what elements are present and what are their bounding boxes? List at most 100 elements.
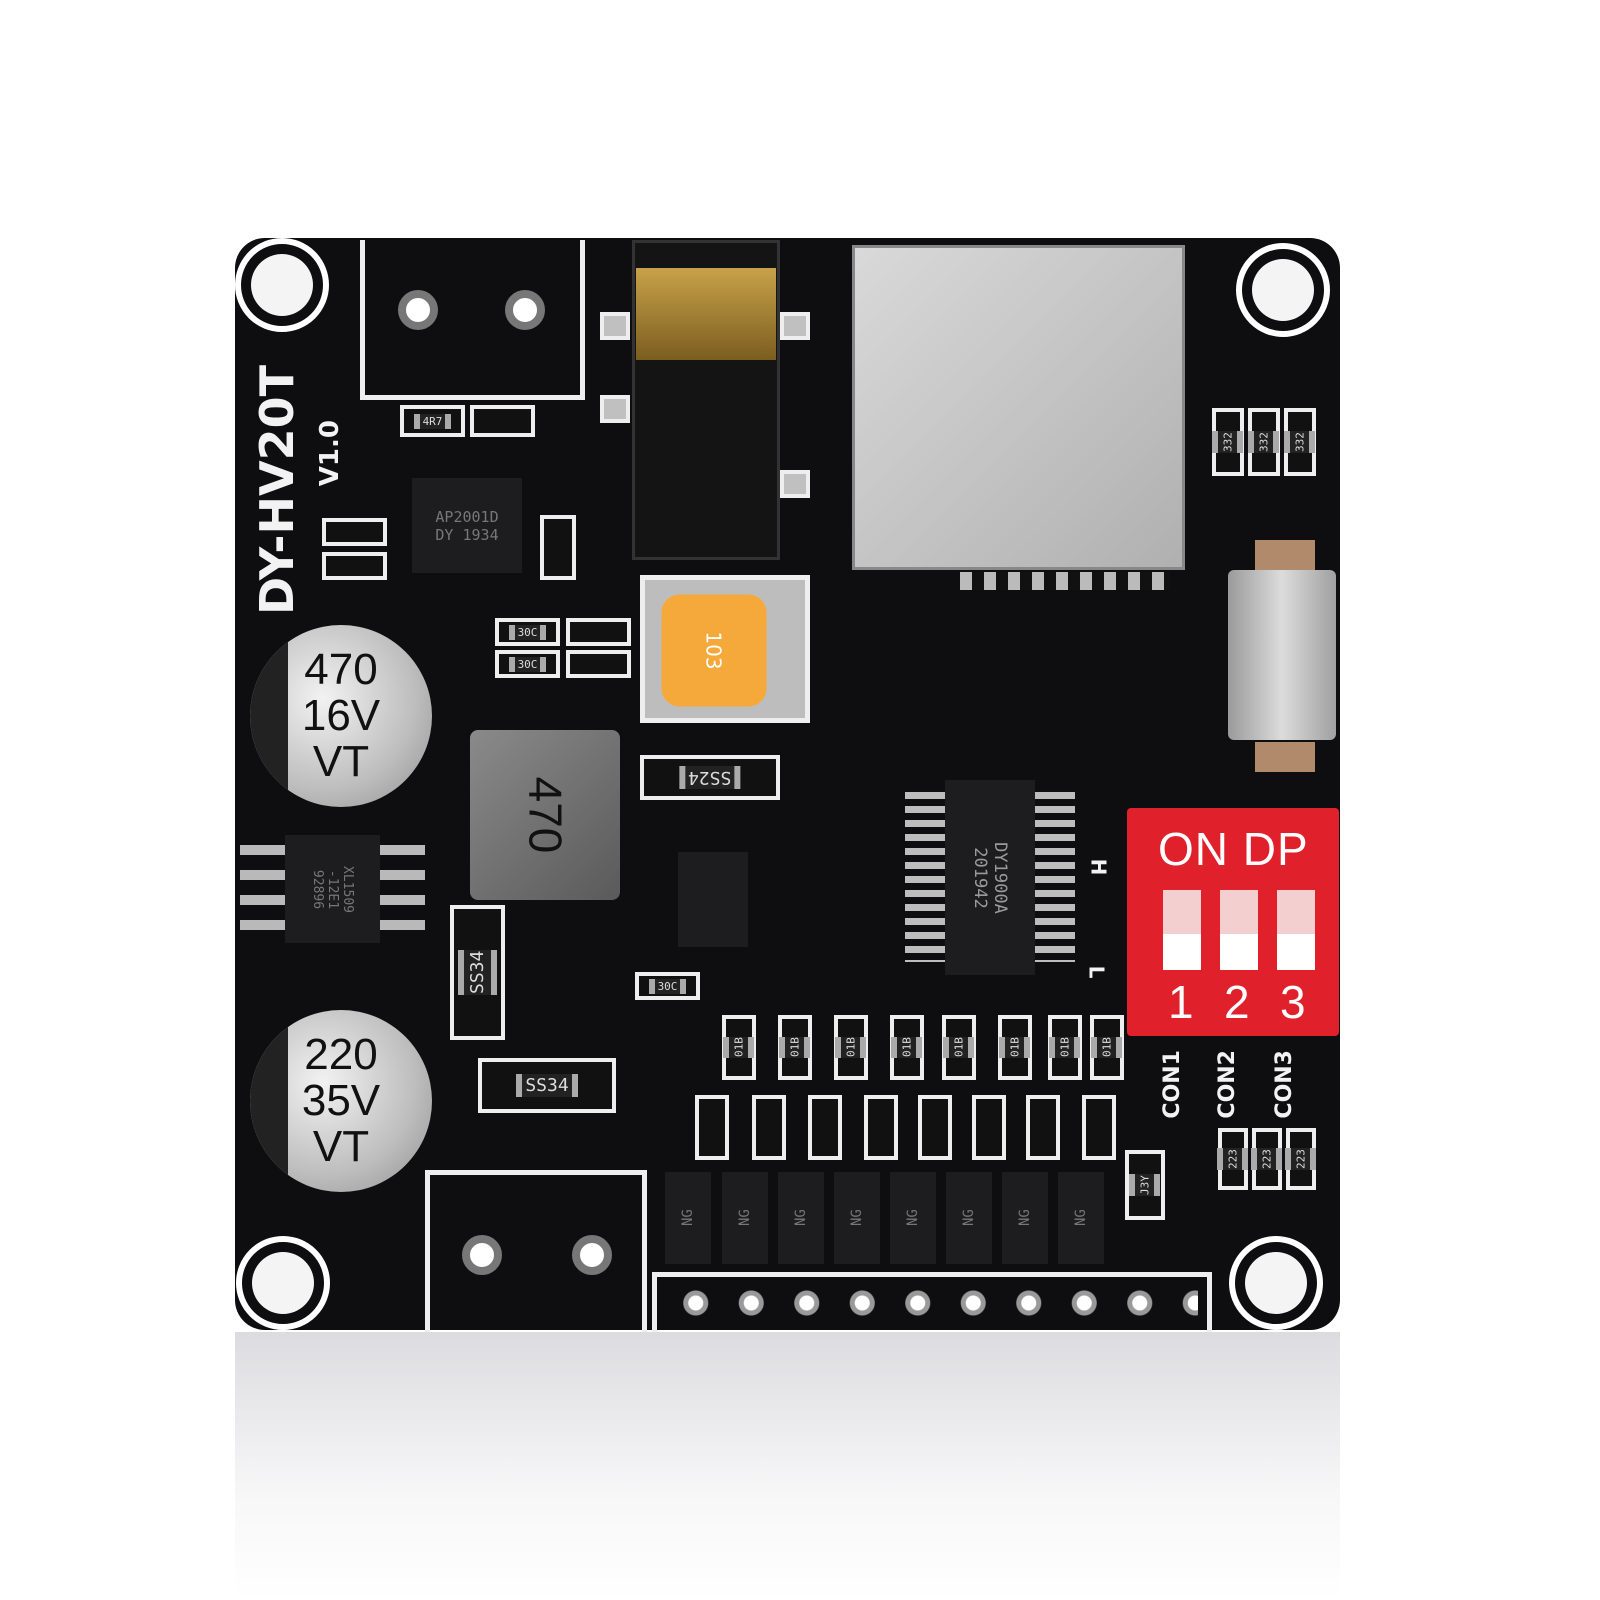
transistor-j3y: J3Y <box>1125 1150 1165 1220</box>
chip-pin <box>380 845 425 855</box>
diode-ss24: SS24 <box>640 755 780 800</box>
resistor: 30C <box>495 618 560 646</box>
con3-label: CON3 <box>1272 1050 1297 1119</box>
capacitor-smd <box>695 1095 729 1160</box>
solder-pad <box>780 312 810 340</box>
resistor: 01B <box>722 1015 756 1080</box>
transistor-ng: NG <box>1058 1172 1104 1264</box>
resistor: 223 <box>1285 1128 1317 1190</box>
inductor: 470 <box>470 730 620 900</box>
dip-number-1: 1 <box>1168 976 1194 1028</box>
pot-value: 103 <box>702 631 726 670</box>
capacitor-smd <box>322 552 387 580</box>
cap-text: 35V <box>301 1076 381 1125</box>
capacitor-smd <box>808 1095 842 1160</box>
transistor-ng: NG <box>890 1172 936 1264</box>
pin-header[interactable] <box>652 1272 1212 1332</box>
mode-h-label: H <box>1086 858 1111 876</box>
chip-pin <box>380 870 425 880</box>
audio-jack-gold-contact <box>636 268 776 360</box>
board-reflection <box>235 1332 1340 1600</box>
resistor: 01B <box>1090 1015 1124 1080</box>
chip-pin <box>240 895 285 905</box>
resistor: 01B <box>998 1015 1032 1080</box>
resistor: 332 <box>1284 408 1316 476</box>
chip-text: 201942 <box>970 846 990 909</box>
transistor-ng: NG <box>665 1172 711 1264</box>
capacitor-smd <box>1082 1095 1116 1160</box>
capacitor-smd <box>972 1095 1006 1160</box>
diode-ss34: SS34 <box>478 1058 616 1113</box>
dip-toggle-3[interactable] <box>1277 890 1315 970</box>
con1-label: CON1 <box>1160 1050 1185 1119</box>
resistor: 01B <box>778 1015 812 1080</box>
transistor-ng: NG <box>946 1172 992 1264</box>
chip-pins-right <box>1035 792 1075 962</box>
dip-toggle-1[interactable] <box>1163 890 1201 970</box>
terminal-hole <box>398 290 438 330</box>
resistor: 01B <box>1048 1015 1082 1080</box>
chip-pin <box>240 845 285 855</box>
pin-header-holes <box>668 1290 1198 1316</box>
power-terminal-outline <box>425 1170 647 1332</box>
chip-pin <box>380 920 425 930</box>
usb-tab <box>1255 540 1315 570</box>
mount-hole <box>1236 243 1330 337</box>
capacitor-smd <box>918 1095 952 1160</box>
transistor-ng: NG <box>1002 1172 1048 1264</box>
dip-toggle-2[interactable] <box>1220 890 1258 970</box>
resistor: 223 <box>1217 1128 1249 1190</box>
sd-card-pins <box>960 572 1170 590</box>
chip-text: XL1509 <box>340 865 355 913</box>
capacitor-smd <box>864 1095 898 1160</box>
usb-tab <box>1255 742 1315 772</box>
resistor: 332 <box>1212 408 1244 476</box>
terminal-hole <box>505 290 545 330</box>
transistor-ng: NG <box>722 1172 768 1264</box>
terminal-hole <box>462 1235 502 1275</box>
capacitor-smd <box>752 1095 786 1160</box>
cap-text: 16V <box>301 691 381 740</box>
chip-text: -12E1 <box>325 869 340 909</box>
con2-label: CON2 <box>1215 1050 1240 1119</box>
chip-pin <box>240 870 285 880</box>
chip-text: DY 1934 <box>435 525 499 544</box>
cap-text: VT <box>312 737 370 786</box>
resistor: 332 <box>1248 408 1280 476</box>
resistor <box>540 515 576 580</box>
potentiometer-knob[interactable]: 103 <box>661 594 767 707</box>
capacitor-smd <box>566 650 631 678</box>
mount-hole <box>236 1236 330 1330</box>
dip-switch-title: ON DP <box>1158 823 1309 875</box>
terminal-hole <box>572 1235 612 1275</box>
dip-number-2: 2 <box>1224 976 1250 1028</box>
mount-hole <box>1229 1236 1323 1330</box>
solder-pad <box>600 312 630 340</box>
chip-pins-left <box>905 792 945 962</box>
resistor: 01B <box>834 1015 868 1080</box>
resistor: 01B <box>890 1015 924 1080</box>
dip-number-3: 3 <box>1280 976 1306 1028</box>
transistor-ng: NG <box>778 1172 824 1264</box>
chip-pin <box>240 920 285 930</box>
solder-pad <box>780 470 810 498</box>
chip-pin <box>380 895 425 905</box>
capacitor-smd <box>322 518 387 546</box>
resistor: 223 <box>1251 1128 1283 1190</box>
transistor-ng: NG <box>834 1172 880 1264</box>
regulator-transistor <box>678 852 748 947</box>
board-model-label: DY-HV20T <box>250 365 304 615</box>
inductor-label: 470 <box>519 776 571 854</box>
sd-card-slot[interactable] <box>852 245 1185 570</box>
solder-pad <box>600 395 630 423</box>
mode-l-label: L <box>1084 965 1109 979</box>
micro-usb-port[interactable] <box>1228 570 1336 740</box>
capacitor-smd <box>566 618 631 646</box>
chip-text: 92896 <box>310 869 325 909</box>
diode-ss34: SS34 <box>450 905 505 1040</box>
